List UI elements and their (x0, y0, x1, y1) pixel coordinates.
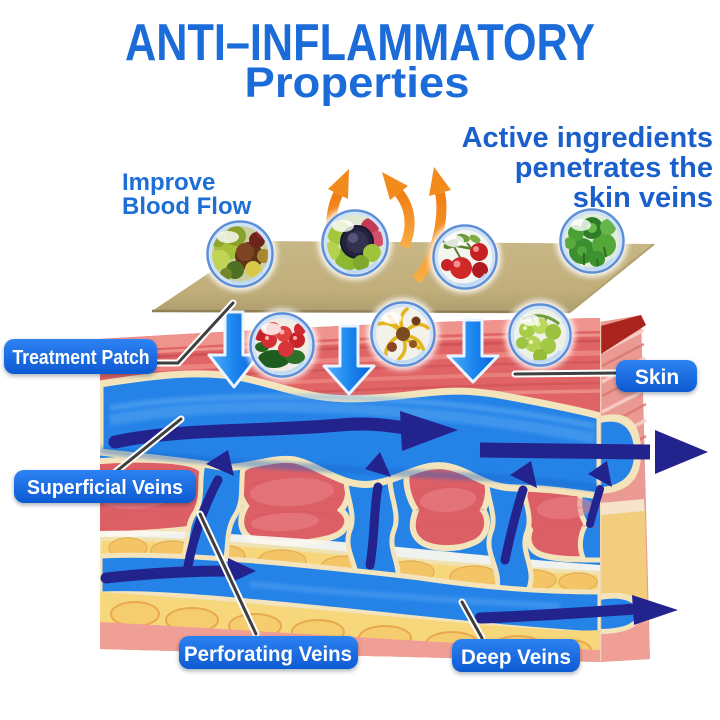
svg-text:ANTI–INFLAMMATORY: ANTI–INFLAMMATORY (125, 14, 595, 72)
svg-text:Properties: Properties (245, 59, 470, 107)
svg-text:skin veins: skin veins (573, 182, 713, 214)
svg-text:Active ingredients: Active ingredients (462, 122, 713, 154)
svg-text:penetrates the: penetrates the (515, 152, 713, 184)
svg-text:Improve: Improve (122, 169, 215, 196)
svg-text:Blood Flow: Blood Flow (122, 193, 252, 220)
svg-text:Treatment Patch: Treatment Patch (13, 347, 150, 369)
svg-text:Deep Veins: Deep Veins (461, 646, 571, 669)
svg-text:Superficial Veins: Superficial Veins (27, 477, 183, 499)
svg-text:Skin: Skin (635, 366, 679, 389)
svg-text:Perforating Veins: Perforating Veins (184, 643, 352, 666)
